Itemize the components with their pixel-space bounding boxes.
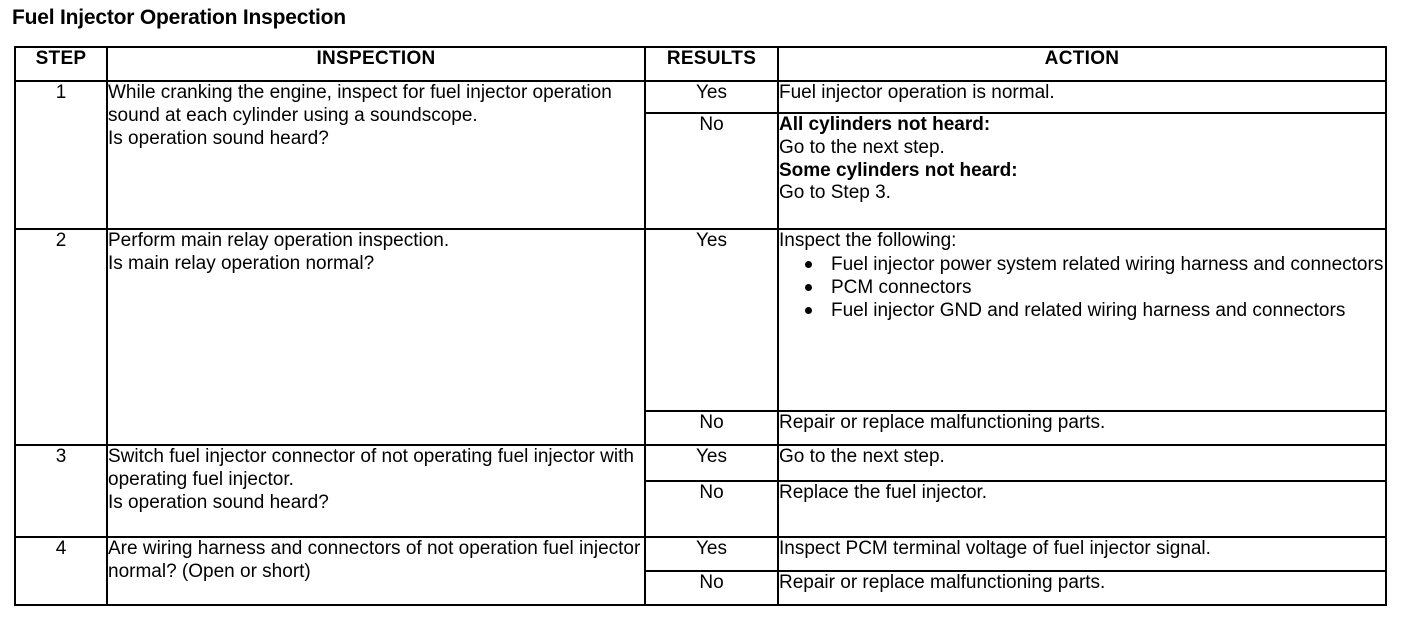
action-line: Go to the next step.: [779, 446, 945, 467]
inspection-text: Switch fuel injector connector of not op…: [106, 444, 646, 538]
action-text: Inspect the following: Fuel injector pow…: [777, 228, 1387, 412]
step-number: 4: [14, 536, 108, 606]
list-item: PCM connectors: [805, 276, 1385, 299]
table-row: No Replace the fuel injector.: [15, 480, 1387, 538]
action-bullet-list: Fuel injector power system related wirin…: [779, 253, 1385, 323]
step-number: 3: [14, 444, 108, 538]
bullet-icon: [805, 307, 812, 315]
bullet-icon: [805, 260, 812, 268]
action-text: Fuel injector operation is normal.: [777, 80, 1387, 114]
list-item: Fuel injector GND and related wiring har…: [805, 299, 1385, 322]
fuel-injector-inspection-table: STEP INSPECTION RESULTS ACTION 1 While c…: [14, 46, 1387, 606]
result-value: No: [644, 112, 779, 230]
column-header-step: STEP: [14, 46, 108, 82]
result-value: No: [644, 570, 779, 606]
table-row: No Repair or replace malfunctioning part…: [15, 410, 1387, 446]
list-item-label: Fuel injector power system related wirin…: [831, 253, 1384, 275]
table-row: No Repair or replace malfunctioning part…: [15, 570, 1387, 606]
column-header-action: ACTION: [777, 46, 1387, 82]
action-line: Go to the next step.: [779, 136, 945, 158]
list-item-label: PCM connectors: [831, 276, 972, 298]
inspection-line: Is operation sound heard?: [108, 127, 329, 149]
table-row: No All cylinders not heard: Go to the ne…: [15, 112, 1387, 230]
inspection-text: Perform main relay operation inspection.…: [106, 228, 646, 446]
action-text: Inspect PCM terminal voltage of fuel inj…: [777, 536, 1387, 572]
action-line: Inspect the following:: [779, 230, 957, 251]
action-line: All cylinders not heard:: [779, 114, 991, 135]
action-text: Go to the next step.: [777, 444, 1387, 482]
inspection-line: Switch fuel injector connector of not op…: [108, 446, 634, 490]
page-title: Fuel Injector Operation Inspection: [12, 6, 346, 29]
bullet-icon: [805, 283, 812, 291]
action-line: Inspect PCM terminal voltage of fuel inj…: [779, 538, 1211, 559]
action-text: Repair or replace malfunctioning parts.: [777, 410, 1387, 446]
table-row: 1 While cranking the engine, inspect for…: [14, 80, 1387, 230]
table-row: 2 Perform main relay operation inspectio…: [14, 228, 1387, 446]
step-number: 2: [14, 228, 108, 446]
table-body: 1 While cranking the engine, inspect for…: [14, 80, 1387, 606]
result-value: Yes: [644, 536, 779, 572]
list-item-label: Fuel injector GND and related wiring har…: [831, 300, 1346, 322]
action-text: All cylinders not heard: Go to the next …: [777, 112, 1387, 230]
header-row: STEP INSPECTION RESULTS ACTION: [14, 46, 1387, 82]
list-item: Fuel injector power system related wirin…: [805, 253, 1385, 276]
table-row: 4 Are wiring harness and connectors of n…: [14, 536, 1387, 606]
inspection-text: Are wiring harness and connectors of not…: [106, 536, 646, 606]
column-header-results: RESULTS: [644, 46, 779, 82]
inspection-line: Perform main relay operation inspection.: [108, 230, 450, 251]
inspection-line: While cranking the engine, inspect for f…: [108, 82, 612, 126]
column-header-inspection: INSPECTION: [106, 46, 646, 82]
action-text: Replace the fuel injector.: [777, 480, 1387, 538]
result-value: Yes: [644, 80, 779, 114]
inspection-line: Is main relay operation normal?: [108, 252, 375, 274]
action-line: Replace the fuel injector.: [779, 482, 988, 503]
table-header: STEP INSPECTION RESULTS ACTION: [14, 46, 1387, 82]
result-value: No: [644, 410, 779, 446]
step-number: 1: [14, 80, 108, 230]
inspection-line: Are wiring harness and connectors of not…: [108, 538, 641, 582]
action-line: Some cylinders not heard:: [779, 159, 1018, 181]
result-value: Yes: [644, 228, 779, 412]
table-row: 3 Switch fuel injector connector of not …: [14, 444, 1387, 538]
action-line: Go to Step 3.: [779, 182, 891, 204]
action-text: Repair or replace malfunctioning parts.: [777, 570, 1387, 606]
inspection-text: While cranking the engine, inspect for f…: [106, 80, 646, 230]
action-line: Repair or replace malfunctioning parts.: [779, 412, 1106, 433]
action-line: Repair or replace malfunctioning parts.: [779, 572, 1106, 593]
action-line: Fuel injector operation is normal.: [779, 82, 1055, 103]
result-value: Yes: [644, 444, 779, 482]
inspection-line: Is operation sound heard?: [108, 491, 329, 513]
result-value: No: [644, 480, 779, 538]
